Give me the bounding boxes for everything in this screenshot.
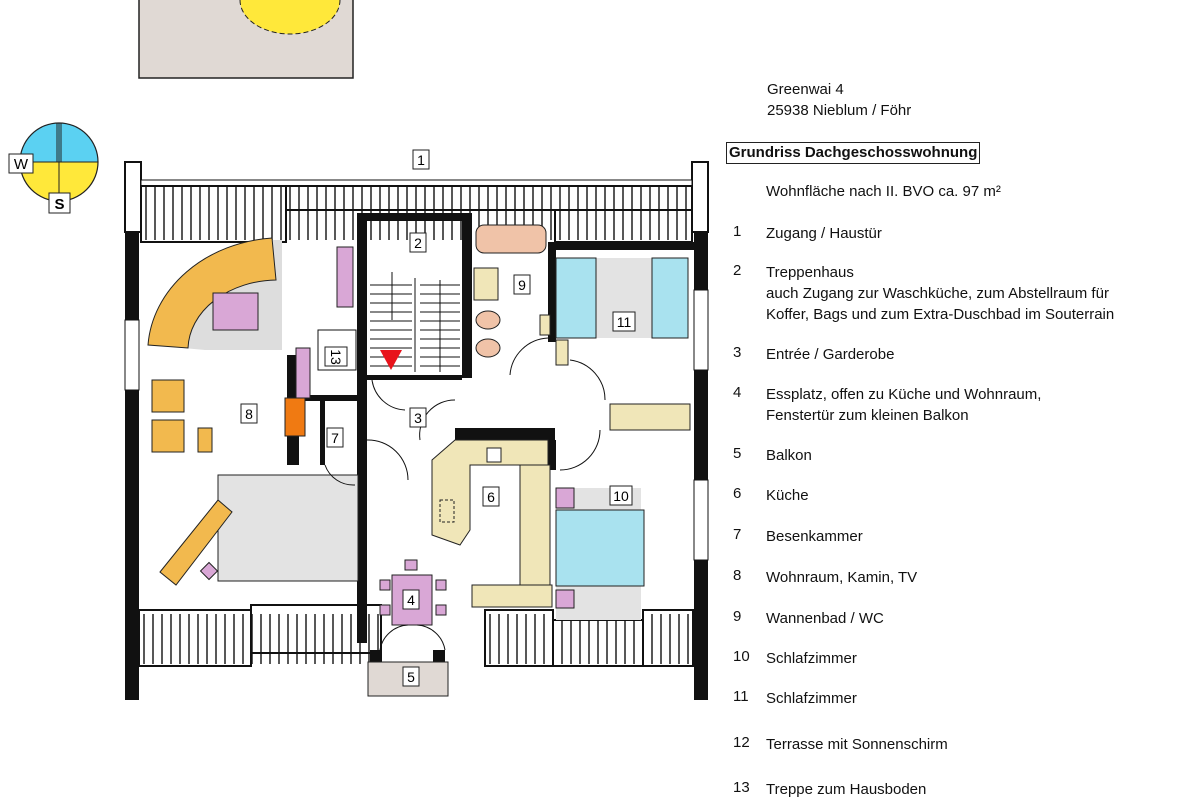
entrance-marker-icon	[380, 350, 402, 370]
compass-west-label: W	[14, 156, 29, 173]
legend-number: 6	[733, 485, 742, 502]
room-number: 8	[245, 406, 253, 422]
room-number: 6	[487, 489, 495, 505]
legend-line: Essplatz, offen zu Küche und Wohnraum,	[766, 386, 1042, 403]
compass-south-label: S	[54, 196, 64, 213]
fireplace	[284, 397, 306, 437]
room-label-11: 11	[612, 311, 636, 332]
legend-line: Balkon	[766, 447, 812, 464]
legend-number: 11	[733, 688, 749, 705]
legend-line: Schlafzimmer	[766, 650, 857, 667]
bathroom-fixtures	[473, 224, 551, 376]
room-label-1: 1	[412, 149, 430, 170]
legend-line: Schlafzimmer	[766, 690, 857, 707]
legend-item-11: Schlafzimmer	[766, 688, 857, 709]
legend-item-2: Treppenhaus auch Zugang zur Waschküche, z…	[766, 262, 1114, 325]
room-number: 7	[331, 430, 339, 446]
room-number: 2	[414, 235, 422, 251]
address-city: 25938 Nieblum / Föhr	[767, 102, 912, 119]
legend-line: Treppenhaus	[766, 264, 854, 281]
legend-item-7: Besenkammer	[766, 526, 863, 547]
legend-line: Wohnraum, Kamin, TV	[766, 569, 918, 586]
legend-number: 4	[733, 384, 742, 401]
room-label-13: 13	[324, 346, 348, 367]
legend-number: 9	[733, 608, 742, 625]
page-title: Grundriss Dachgeschosswohnung	[726, 142, 981, 164]
doors	[324, 399, 456, 486]
room-number: 10	[613, 488, 629, 504]
room-label-6: 6	[482, 486, 500, 507]
legend-number: 7	[733, 526, 742, 543]
legend-line: Entrée / Garderobe	[766, 346, 895, 363]
living-room-furniture	[147, 237, 359, 586]
legend-item-3: Entrée / Garderobe	[766, 344, 894, 365]
legend-line: Fenstertür zum kleinen Balkon	[766, 407, 969, 424]
roof-top	[140, 179, 693, 243]
room-number: 9	[518, 277, 526, 293]
legend-item-10: Schlafzimmer	[766, 648, 857, 669]
room-label-10: 10	[609, 485, 633, 506]
kitchen-counters	[431, 439, 553, 608]
room-number: 5	[407, 669, 415, 685]
legend-item-6: Küche	[766, 485, 809, 506]
legend-line: Treppe zum Hausboden	[766, 781, 927, 798]
room-number: 1	[417, 152, 425, 168]
room-label-7: 7	[326, 427, 344, 448]
legend-line: Wannenbad / WC	[766, 610, 884, 627]
legend-number: 2	[733, 262, 742, 279]
room-label-4: 4	[402, 589, 420, 610]
roof-bottom	[138, 604, 694, 667]
floor-plan: W S	[8, 0, 709, 700]
sun-umbrella	[239, 0, 341, 35]
legend-line: Zugang / Haustür	[766, 225, 882, 242]
legend-number: 3	[733, 344, 742, 361]
room-label-8: 8	[240, 403, 258, 424]
bedroom-10-furniture	[555, 429, 645, 620]
room-label-2: 2	[409, 232, 427, 253]
legend-number: 5	[733, 445, 742, 462]
staircase	[317, 272, 460, 411]
room-number: 3	[414, 410, 422, 426]
room-label-9: 9	[513, 274, 531, 295]
address-street: Greenwai 4	[767, 81, 844, 98]
legend-line: Besenkammer	[766, 528, 863, 545]
room-number: 4	[407, 592, 415, 608]
room-label-5: 5	[402, 666, 420, 687]
legend-item-13: Treppe zum Hausboden	[766, 779, 926, 800]
living-area: Wohnfläche nach II. BVO ca. 97 m²	[766, 183, 1001, 200]
legend-item-12: Terrasse mit Sonnenschirm	[766, 734, 948, 755]
legend-item-1: Zugang / Haustür	[766, 223, 882, 244]
bedroom-11-furniture	[555, 257, 691, 431]
legend-item-8: Wohnraum, Kamin, TV	[766, 567, 917, 588]
exterior-walls	[124, 161, 709, 700]
room-number: 13	[328, 349, 344, 365]
compass-icon: W S	[8, 122, 99, 214]
legend-number: 1	[733, 223, 742, 240]
legend-number: 12	[733, 734, 750, 751]
legend-number: 10	[733, 648, 750, 665]
room-number: 11	[617, 314, 632, 330]
legend-item-5: Balkon	[766, 445, 812, 466]
legend-line: Küche	[766, 487, 809, 504]
legend-line: Koffer, Bags und zum Extra-Duschbad im S…	[766, 306, 1115, 323]
legend-number: 13	[733, 779, 750, 796]
legend-line: Terrasse mit Sonnenschirm	[766, 736, 948, 753]
legend-number: 8	[733, 567, 742, 584]
legend-line: auch Zugang zur Waschküche, zum Abstellr…	[766, 285, 1109, 302]
room-label-3: 3	[409, 407, 427, 428]
legend-item-9: Wannenbad / WC	[766, 608, 884, 629]
legend-item-4: Essplatz, offen zu Küche und Wohnraum, Fe…	[766, 384, 1041, 426]
